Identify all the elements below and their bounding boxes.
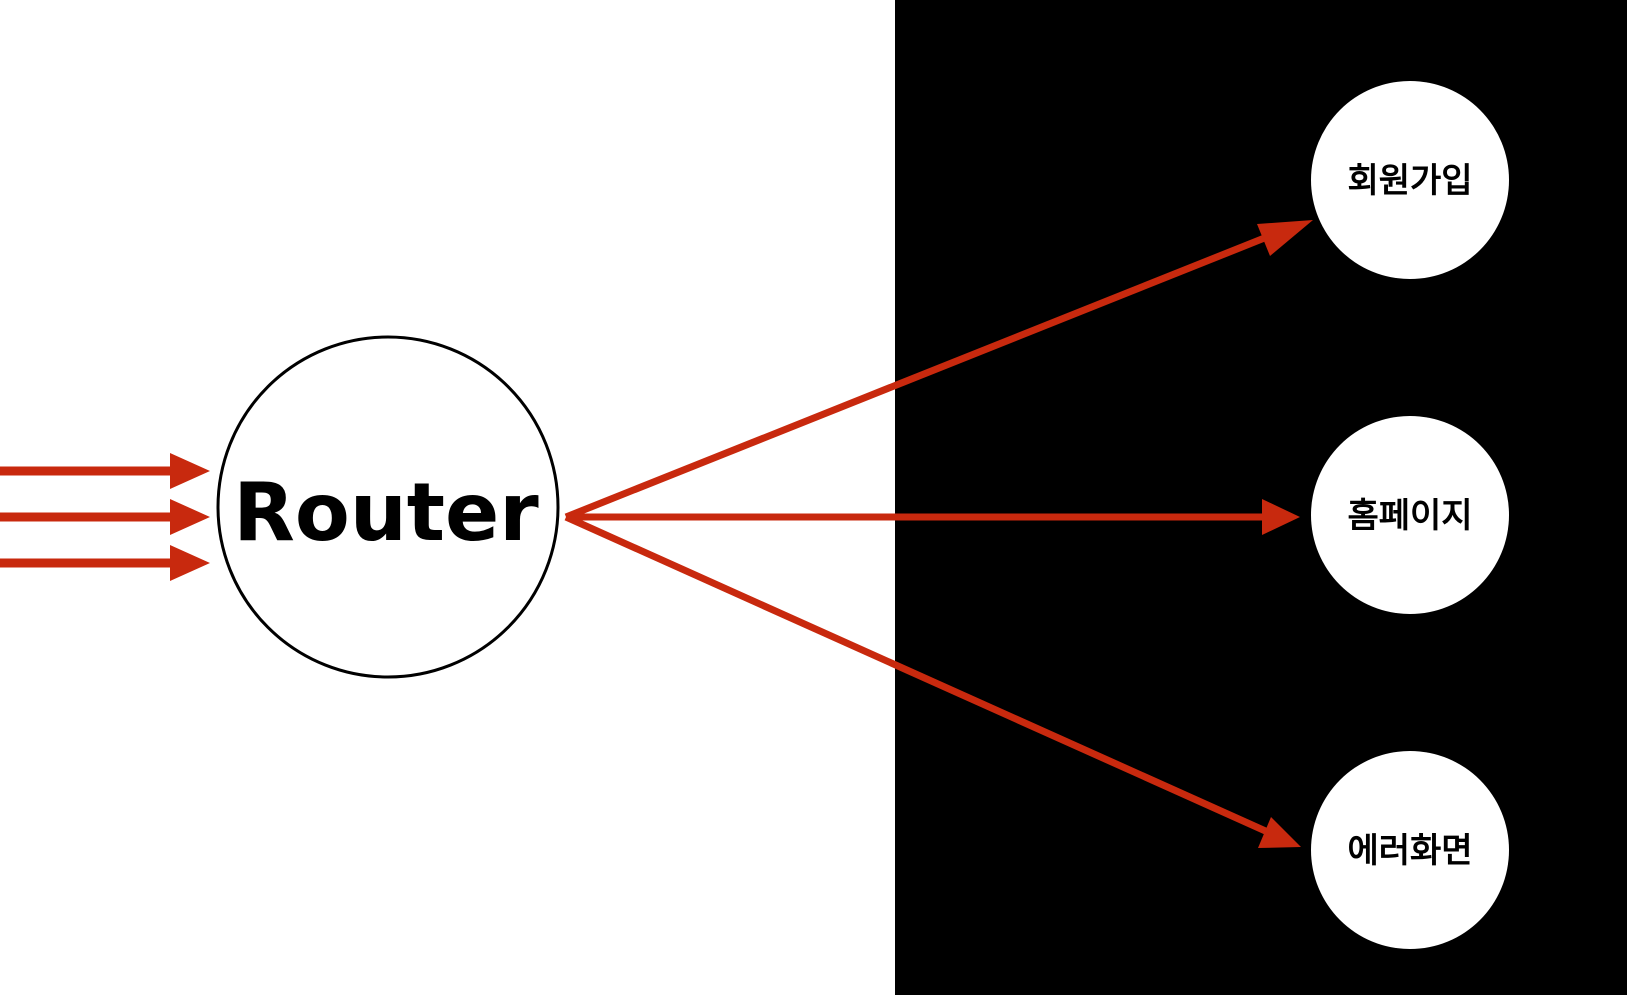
arrowhead-to-signup — [1257, 220, 1313, 256]
router-label: Router — [233, 466, 539, 559]
arrowhead-to-error — [1258, 817, 1301, 848]
router-node: Router — [216, 335, 560, 679]
incoming-arrowhead — [170, 453, 210, 489]
destination-label-homepage: 홈페이지 — [1347, 496, 1472, 536]
arrowhead-to-homepage — [1262, 499, 1300, 535]
incoming-arrowhead — [170, 545, 210, 581]
destination-node-signup: 회원가입 — [1311, 81, 1509, 279]
incoming-arrowhead — [170, 499, 210, 535]
arrow-to-signup — [564, 227, 1284, 521]
destination-node-error: 에러화면 — [1311, 751, 1509, 949]
outgoing-arrows — [564, 220, 1313, 848]
destination-label-error: 에러화면 — [1347, 831, 1472, 871]
arrow-to-error — [564, 513, 1272, 837]
incoming-arrows — [0, 453, 210, 581]
destination-node-homepage: 홈페이지 — [1311, 416, 1509, 614]
destination-label-signup: 회원가입 — [1347, 161, 1472, 201]
